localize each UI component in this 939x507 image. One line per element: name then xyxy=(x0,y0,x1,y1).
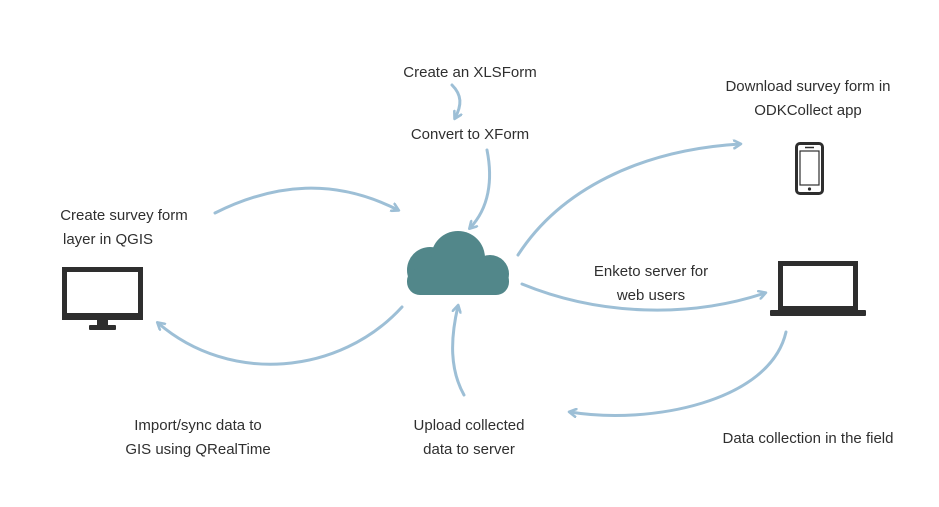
arrow-upload-to-cloud xyxy=(451,306,466,397)
laptop-icon xyxy=(770,261,866,316)
label-import-line1: Import/sync data to xyxy=(134,417,262,434)
desktop-monitor-icon xyxy=(62,267,143,330)
label-download-line1: Download survey form in xyxy=(725,78,890,95)
label-qgis-line2: layer in QGIS xyxy=(63,231,153,248)
cloud-icon xyxy=(407,231,509,295)
label-enketo-line2: web users xyxy=(616,287,685,304)
label-upload-line1: Upload collected xyxy=(414,417,525,434)
label-qgis-line1: Create survey form xyxy=(60,207,188,224)
arrow-xlsform-to-xform xyxy=(450,83,460,118)
smartphone-icon xyxy=(795,142,824,195)
arrow-laptop-to-upload xyxy=(570,330,788,415)
label-download-line2: ODKCollect app xyxy=(754,102,862,119)
arrow-cloud-to-phone xyxy=(516,144,740,257)
label-convert-xform: Convert to XForm xyxy=(411,126,529,143)
arrow-cloud-to-qgis xyxy=(158,305,404,366)
label-import-line2: GIS using QRealTime xyxy=(125,441,270,458)
label-create-xlsform: Create an XLSForm xyxy=(403,64,536,81)
arrow-xform-to-cloud xyxy=(470,148,492,228)
arrow-qgis-to-cloud xyxy=(213,186,398,215)
label-upload-line2: data to server xyxy=(423,441,515,458)
label-enketo-line1: Enketo server for xyxy=(594,263,708,280)
label-field-collection: Data collection in the field xyxy=(723,430,894,447)
arrow-cloud-to-laptop xyxy=(520,282,765,312)
